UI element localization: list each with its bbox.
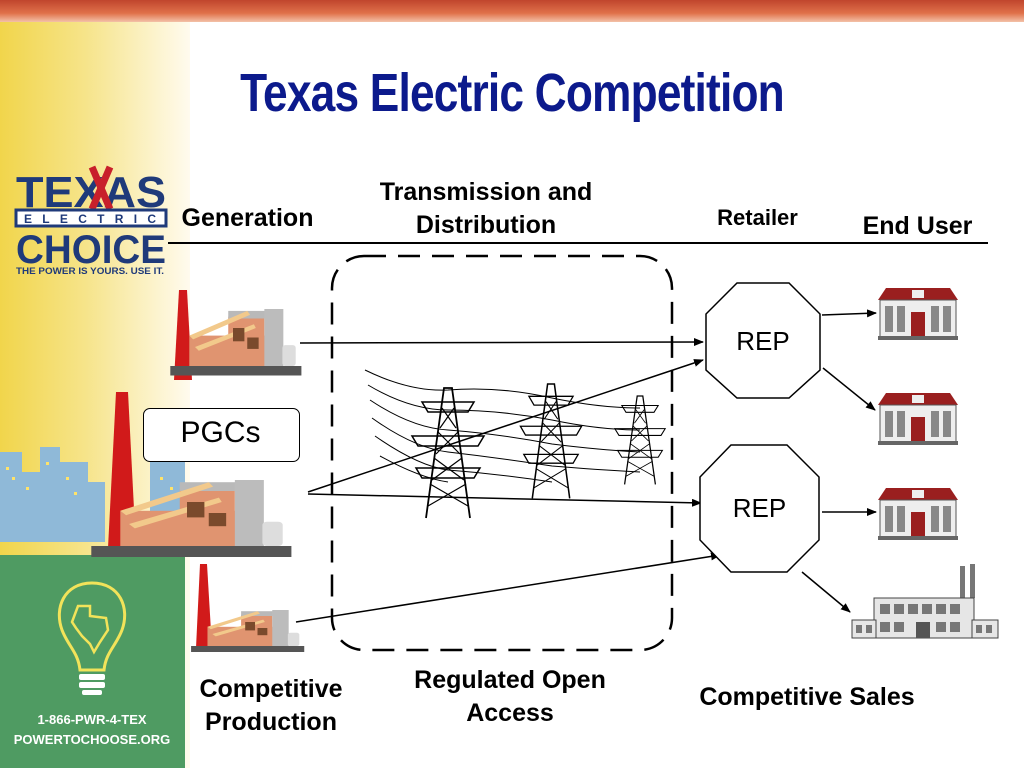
residence-icon-2 <box>877 392 959 446</box>
logo-line3: CHOICE <box>16 228 166 272</box>
header-divider <box>168 242 988 244</box>
residence-icon-3 <box>877 487 959 541</box>
header-generation: Generation <box>181 204 314 232</box>
factory-icon <box>851 564 999 639</box>
residence-icon-1 <box>877 287 959 341</box>
header-retailer: Retailer <box>717 205 798 230</box>
pgcs-box <box>143 408 300 462</box>
header-end-user: End User <box>862 212 973 240</box>
header-transmission: Transmission and Distribution <box>379 178 593 239</box>
power-plant-bottom-icon <box>191 564 305 652</box>
rep-label-bottom: REP <box>732 493 787 523</box>
sidebar-phone: 1-866-PWR-4-TEX <box>37 712 147 727</box>
rep-octagon-bottom <box>699 444 820 573</box>
logo-tagline: THE POWER IS YOURS. USE IT. <box>16 266 164 276</box>
power-plant-top-icon <box>170 290 302 380</box>
footer-regulated-open-access: Regulated Open Access <box>414 666 606 727</box>
texas-electric-choice-logo: TEXAS ELECTRIC CHOICE THE POWER IS YOURS… <box>14 165 169 280</box>
lightbulb-icon <box>52 578 132 698</box>
pgcs-label: PGCs <box>180 416 261 449</box>
flow-arrows <box>295 309 877 623</box>
sidebar-website[interactable]: POWERTOCHOOSE.ORG <box>13 732 171 747</box>
footer-competitive-sales: Competitive Sales <box>699 683 915 711</box>
regulated-region-border <box>330 254 674 652</box>
top-accent-bar <box>0 0 1024 22</box>
rep-label-top: REP <box>736 326 790 356</box>
transmission-lines <box>364 369 641 483</box>
slide-title: Texas Electric Competition <box>240 63 785 123</box>
transmission-tower-medium-icon <box>519 383 583 500</box>
footer-competitive-production: Competitive Production <box>199 675 343 736</box>
sidebar-green-panel <box>0 555 185 768</box>
rep-octagon-top <box>705 282 821 399</box>
power-plant-middle-icon <box>91 392 292 557</box>
